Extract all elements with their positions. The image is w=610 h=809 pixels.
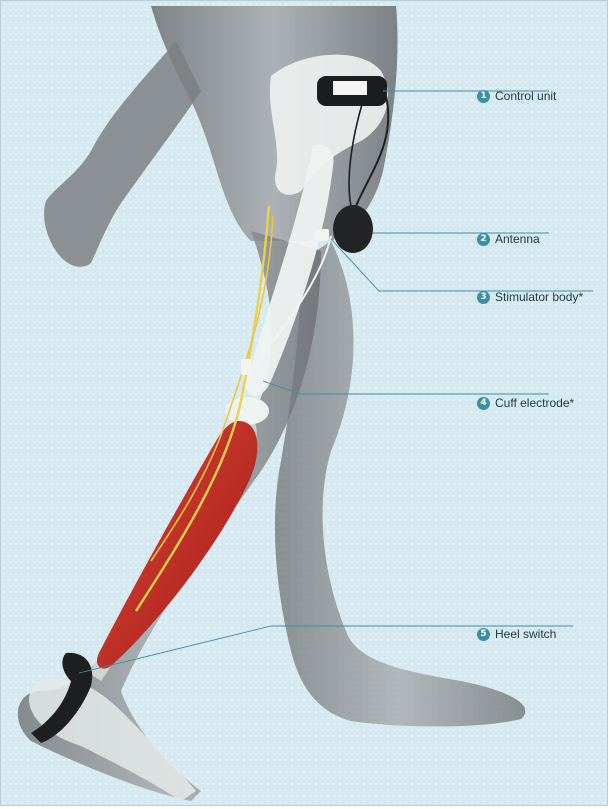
- leader-line-3: [331, 239, 593, 291]
- callout-label: Stimulator body*: [495, 290, 583, 304]
- number-badge: 1: [477, 90, 490, 103]
- callout-stimulator-body: 3 Stimulator body*: [477, 288, 583, 306]
- number-badge: 5: [477, 628, 490, 641]
- callout-antenna: 2 Antenna: [477, 230, 540, 248]
- stimulator-body-device: [315, 229, 329, 241]
- callout-label: Antenna: [495, 232, 540, 246]
- callout-control-unit: 1 Control unit: [477, 87, 556, 105]
- callout-cuff-electrode: 4 Cuff electrode*: [477, 394, 574, 412]
- number-badge: 4: [477, 397, 490, 410]
- number-badge: 2: [477, 233, 490, 246]
- cuff-electrode-device: [241, 359, 251, 375]
- callout-label: Control unit: [495, 89, 556, 103]
- number-badge: 3: [477, 291, 490, 304]
- callout-heel-switch: 5 Heel switch: [477, 625, 556, 643]
- antenna-device: [333, 205, 373, 253]
- arm-silhouette: [44, 41, 201, 267]
- knee-joint: [225, 397, 269, 425]
- callout-label: Heel switch: [495, 627, 556, 641]
- callout-label: Cuff electrode*: [495, 396, 574, 410]
